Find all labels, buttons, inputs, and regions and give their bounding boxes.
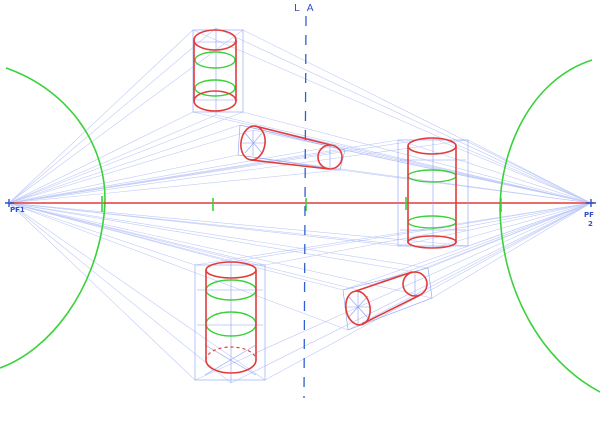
cylinder-tilted-lower	[342, 267, 433, 331]
construction-ray	[192, 29, 592, 204]
construction-ray	[242, 29, 592, 204]
construction-ray	[239, 124, 592, 204]
construction-ray	[242, 111, 592, 204]
construction-ray	[8, 202, 196, 381]
construction-ray	[397, 139, 592, 204]
construction-ray	[8, 139, 469, 204]
construction-ray	[431, 202, 592, 299]
construction-ray	[237, 154, 592, 204]
circle-of-vision-right	[499, 59, 600, 393]
construction-ray	[8, 202, 359, 291]
construction-ray	[264, 202, 592, 266]
construction-ray	[8, 202, 266, 381]
construction-ray	[414, 202, 592, 273]
construction-ray	[8, 202, 232, 384]
construction-ray	[8, 202, 433, 299]
construction-ray	[8, 202, 416, 273]
construction-ray	[8, 29, 244, 204]
construction-ray	[8, 146, 331, 204]
construction-ray	[8, 111, 194, 204]
construction-ray	[8, 169, 341, 204]
vanishing-point-right-label: PF	[584, 211, 594, 219]
construction-ray	[8, 202, 349, 331]
construction-ray	[194, 202, 592, 266]
construction-ray	[8, 137, 434, 204]
vanishing-point-right-marker	[586, 199, 596, 207]
vanishing-point-left-marker	[5, 199, 14, 207]
construction-ray	[432, 137, 592, 204]
vertical-axis-label: L A	[294, 3, 316, 14]
construction-ray	[8, 154, 239, 204]
vanishing-point-left-label: PF1	[10, 206, 25, 214]
construction-ray	[8, 139, 399, 204]
cylinder-top	[192, 28, 244, 115]
vanishing-point-right-subscript: 2	[588, 220, 593, 228]
construction-ray	[264, 202, 592, 381]
cylinder-bottom	[194, 261, 266, 383]
vertical-axis-line	[303, 15, 307, 399]
construction-ray	[8, 202, 429, 269]
construction-ray	[8, 111, 244, 204]
construction-ray	[347, 202, 592, 331]
construction-ray	[230, 202, 592, 384]
construction-ray	[215, 114, 592, 204]
construction-ray	[8, 27, 217, 204]
construction-ray	[342, 202, 592, 291]
construction-ray	[8, 114, 217, 204]
cylinder-tilted-upper	[237, 124, 346, 171]
construction-ray	[8, 202, 196, 266]
construction-ray	[329, 146, 592, 204]
construction-ray	[467, 139, 592, 204]
construction-ray	[357, 202, 592, 291]
construction-ray	[230, 202, 592, 263]
construction-ray	[8, 202, 434, 249]
circle-of-vision-left	[0, 67, 106, 369]
construction-ray	[8, 29, 194, 204]
cylinder-right	[397, 137, 469, 249]
construction-ray	[8, 124, 241, 204]
construction-ray	[8, 202, 344, 291]
construction-ray	[194, 202, 592, 381]
construction-ray	[432, 202, 592, 249]
construction-lines	[8, 27, 592, 384]
construction-ray	[215, 27, 592, 204]
construction-ray	[397, 202, 592, 247]
construction-ray	[8, 129, 254, 204]
construction-ray	[8, 202, 469, 247]
